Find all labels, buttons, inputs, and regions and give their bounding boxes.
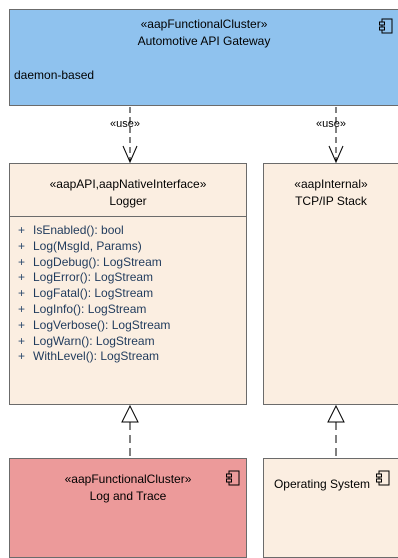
operation-item: + WithLevel(): LogStream <box>18 349 170 365</box>
operation-item: + IsEnabled(): bool <box>18 223 170 239</box>
realization-right[interactable] <box>327 404 345 457</box>
use-label-left: «use» <box>110 118 140 130</box>
logger-compartment-divider <box>10 216 246 217</box>
operation-item: + LogInfo(): LogStream <box>18 302 170 318</box>
use-dependency-left[interactable] <box>122 107 138 164</box>
logger-stereotype: «aapAPI,aapNativeInterface» <box>49 177 207 191</box>
operation-label: LogError(): LogStream <box>33 270 154 285</box>
logger-name: Logger <box>109 194 147 208</box>
tcp-ip-stack-interface[interactable]: «aapInternal» TCP/IP Stack <box>263 163 398 405</box>
operating-system-component[interactable]: Operating System <box>263 458 398 558</box>
logtrace-stereotype: «aapFunctionalCluster» <box>64 472 192 486</box>
gateway-name: Automotive API Gateway <box>137 34 271 48</box>
operation-item: + LogWarn(): LogStream <box>18 334 170 350</box>
component-icon <box>226 470 240 486</box>
log-and-trace-component[interactable]: «aapFunctionalCluster» Log and Trace <box>9 458 247 558</box>
logger-operations-list: + IsEnabled(): bool + Log(MsgId, Params) +… <box>18 223 170 365</box>
os-name: Operating System <box>273 477 371 491</box>
component-icon <box>376 470 390 486</box>
operation-label: LogFatal(): LogStream <box>33 286 154 301</box>
use-label-right: «use» <box>316 118 346 130</box>
logtrace-name: Log and Trace <box>89 489 167 503</box>
operation-label: LogDebug(): LogStream <box>33 254 162 269</box>
operation-label: Log(MsgId, Params) <box>33 238 142 253</box>
tcp-stereotype: «aapInternal» <box>294 177 368 191</box>
operation-item: + Log(MsgId, Params) <box>18 239 170 255</box>
operation-label: IsEnabled(): bool <box>33 223 124 237</box>
operation-label: LogInfo(): LogStream <box>33 301 147 316</box>
tcp-name: TCP/IP Stack <box>295 194 367 208</box>
logger-interface[interactable]: «aapAPI,aapNativeInterface» Logger + IsEn… <box>9 163 247 405</box>
visibility-marker: + <box>18 254 26 269</box>
visibility-marker: + <box>18 349 26 364</box>
visibility-marker: + <box>18 317 26 332</box>
operation-label: LogWarn(): LogStream <box>33 333 155 348</box>
realization-left[interactable] <box>121 404 139 457</box>
visibility-marker: + <box>18 301 26 316</box>
gateway-stereotype: «aapFunctionalCluster» <box>140 17 268 31</box>
operation-label: WithLevel(): LogStream <box>33 349 160 364</box>
visibility-marker: + <box>18 286 26 301</box>
operation-item: + LogVerbose(): LogStream <box>18 318 170 334</box>
visibility-marker: + <box>18 333 26 348</box>
operation-item: + LogFatal(): LogStream <box>18 286 170 302</box>
visibility-marker: + <box>18 270 26 285</box>
use-dependency-right[interactable] <box>328 107 344 164</box>
gateway-note: daemon-based <box>14 68 95 82</box>
visibility-marker: + <box>18 238 26 253</box>
operation-item: + LogError(): LogStream <box>18 270 170 286</box>
automotive-api-gateway-component[interactable]: «aapFunctionalCluster» Automotive API Ga… <box>9 9 398 106</box>
component-icon <box>379 18 393 34</box>
operation-item: + LogDebug(): LogStream <box>18 255 170 271</box>
visibility-marker: + <box>18 223 26 237</box>
operation-label: LogVerbose(): LogStream <box>33 317 171 332</box>
